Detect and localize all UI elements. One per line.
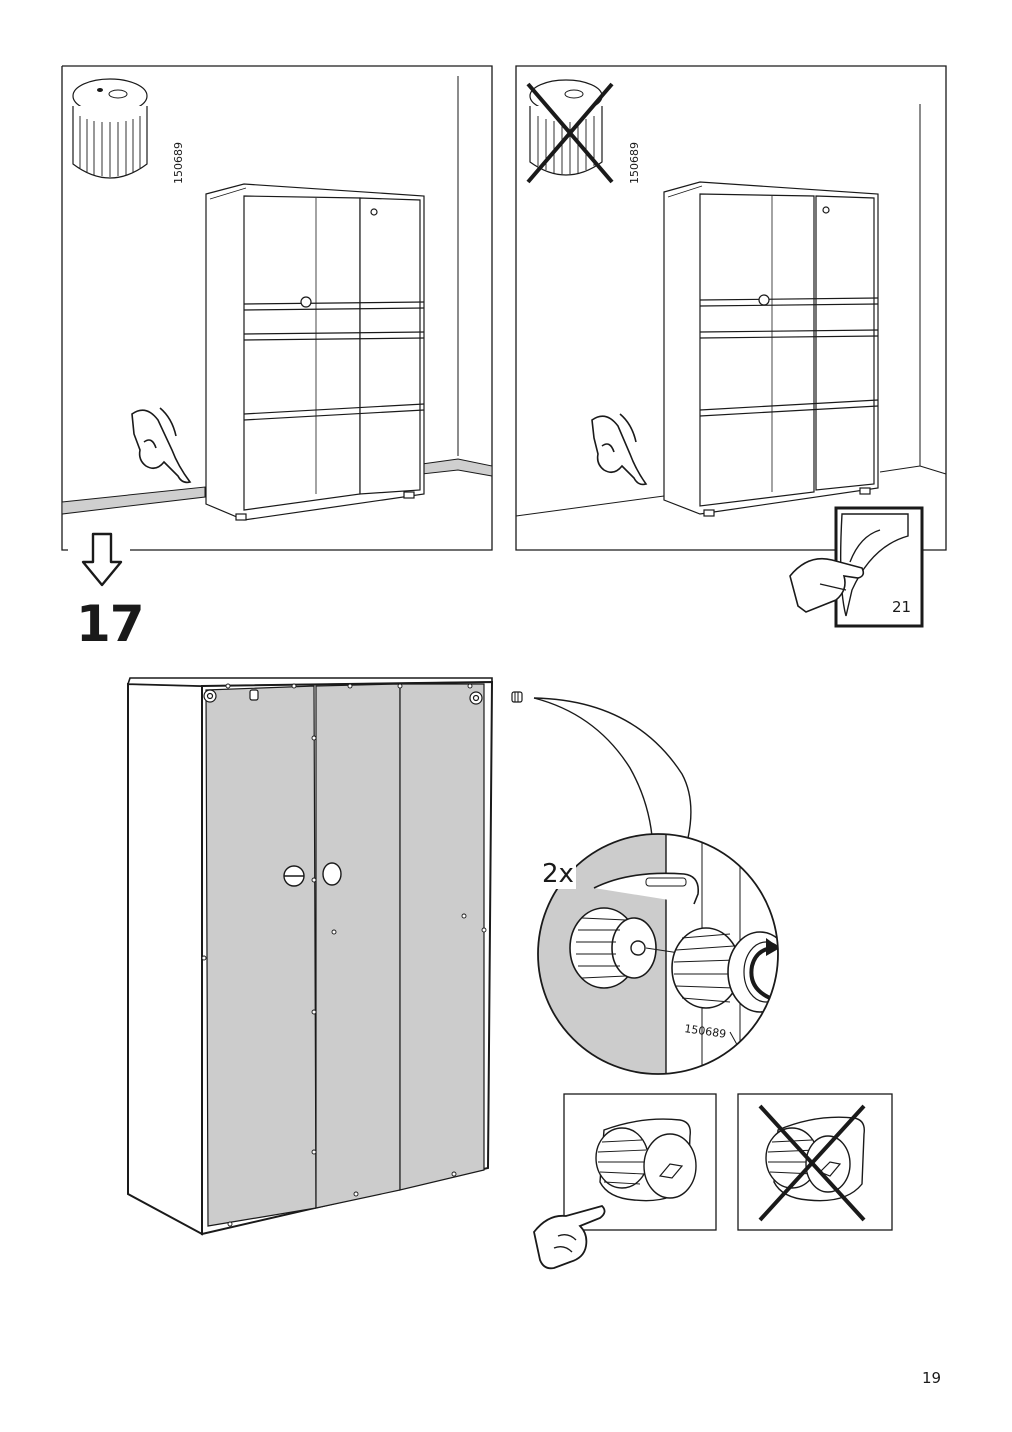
- detail-magnified-view: 150689: [537, 833, 779, 1075]
- step-number: 17: [76, 595, 145, 653]
- foot-part-icon: [511, 691, 523, 703]
- hand-pointing-icon: [591, 413, 648, 486]
- foot-icon: [72, 78, 148, 179]
- arrow-down-icon: [81, 532, 123, 587]
- part-number-incorrect: 150689: [628, 142, 641, 184]
- panel-incorrect-result: [737, 1093, 893, 1231]
- callout-line: [533, 697, 692, 839]
- hand-pointing-icon: [131, 407, 192, 484]
- page-reference: 21: [780, 506, 926, 630]
- part-number-detail: 150689: [684, 1022, 727, 1041]
- shelving-unit: [663, 181, 879, 517]
- panel-correct-foot: 150689: [61, 65, 493, 551]
- quantity-label: 2x: [540, 859, 576, 889]
- foot-icon-crossed: [526, 79, 614, 184]
- panel-correct-result: [563, 1093, 717, 1231]
- panel-incorrect-foot: 150689: [515, 65, 947, 551]
- shelving-unit: [205, 183, 425, 521]
- cabinet-back-view: [126, 677, 494, 1236]
- page-number: 19: [922, 1369, 942, 1387]
- hand-pressing-icon: [533, 1204, 606, 1270]
- page-reference-number: 21: [892, 598, 912, 616]
- page-turn-icon: [789, 506, 924, 628]
- part-number-correct: 150689: [172, 142, 185, 184]
